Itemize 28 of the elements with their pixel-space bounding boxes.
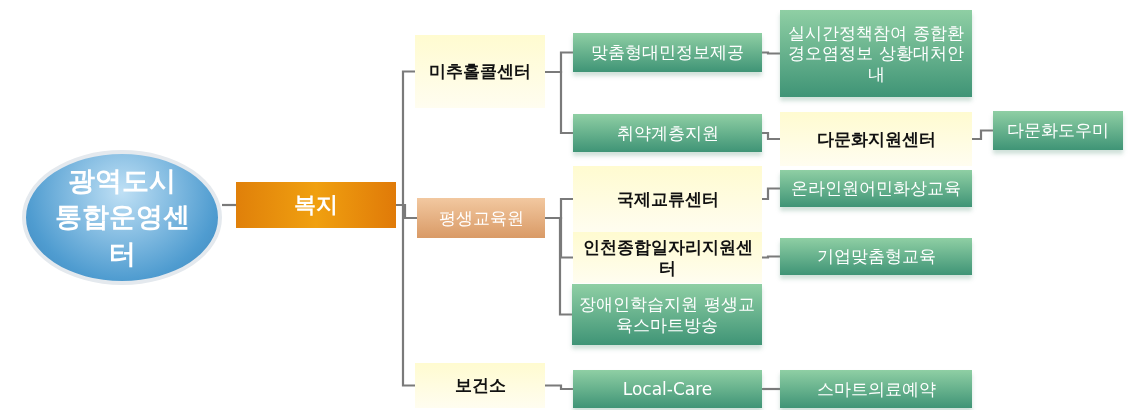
service-box: 기업맞춤형교육 bbox=[780, 238, 972, 275]
org-box: 다문화지원센터 bbox=[780, 112, 972, 166]
connector-line bbox=[222, 203, 236, 207]
org-box: 인천종합일자리지원센터 bbox=[573, 232, 762, 283]
connector-line bbox=[762, 131, 780, 141]
connector-line bbox=[762, 51, 780, 55]
center-ellipse: 광역도시 통합운영센터 bbox=[22, 150, 222, 285]
connector-line bbox=[545, 384, 573, 391]
connector-line bbox=[972, 129, 993, 141]
service-box: 맞춤형대민정보제공 bbox=[573, 33, 762, 72]
connector-line bbox=[762, 255, 780, 259]
service-box: 온라인원어민화상교육 bbox=[780, 170, 972, 207]
org-box: 평생교육원 bbox=[417, 198, 545, 238]
service-box: Local-Care bbox=[573, 370, 762, 408]
org-box: 미추홀콜센터 bbox=[415, 35, 545, 108]
service-box: 다문화도우미 bbox=[993, 111, 1123, 150]
connector-line bbox=[545, 70, 573, 135]
category-box: 복지 bbox=[236, 182, 396, 228]
service-box: 장애인학습지원 평생교육스마트방송 bbox=[572, 284, 762, 345]
connector-line bbox=[762, 187, 780, 201]
service-box: 취약계층지원 bbox=[573, 114, 762, 152]
org-box: 국제교류센터 bbox=[573, 166, 762, 232]
connector-line bbox=[545, 216, 572, 316]
org-box: 보건소 bbox=[415, 363, 545, 408]
service-box: 실시간정책참여 종합환경오염정보 상황대처안내 bbox=[780, 10, 972, 97]
service-box: 스마트의료예약 bbox=[780, 370, 972, 408]
connector-line bbox=[762, 387, 780, 391]
connector-line bbox=[396, 203, 415, 387]
